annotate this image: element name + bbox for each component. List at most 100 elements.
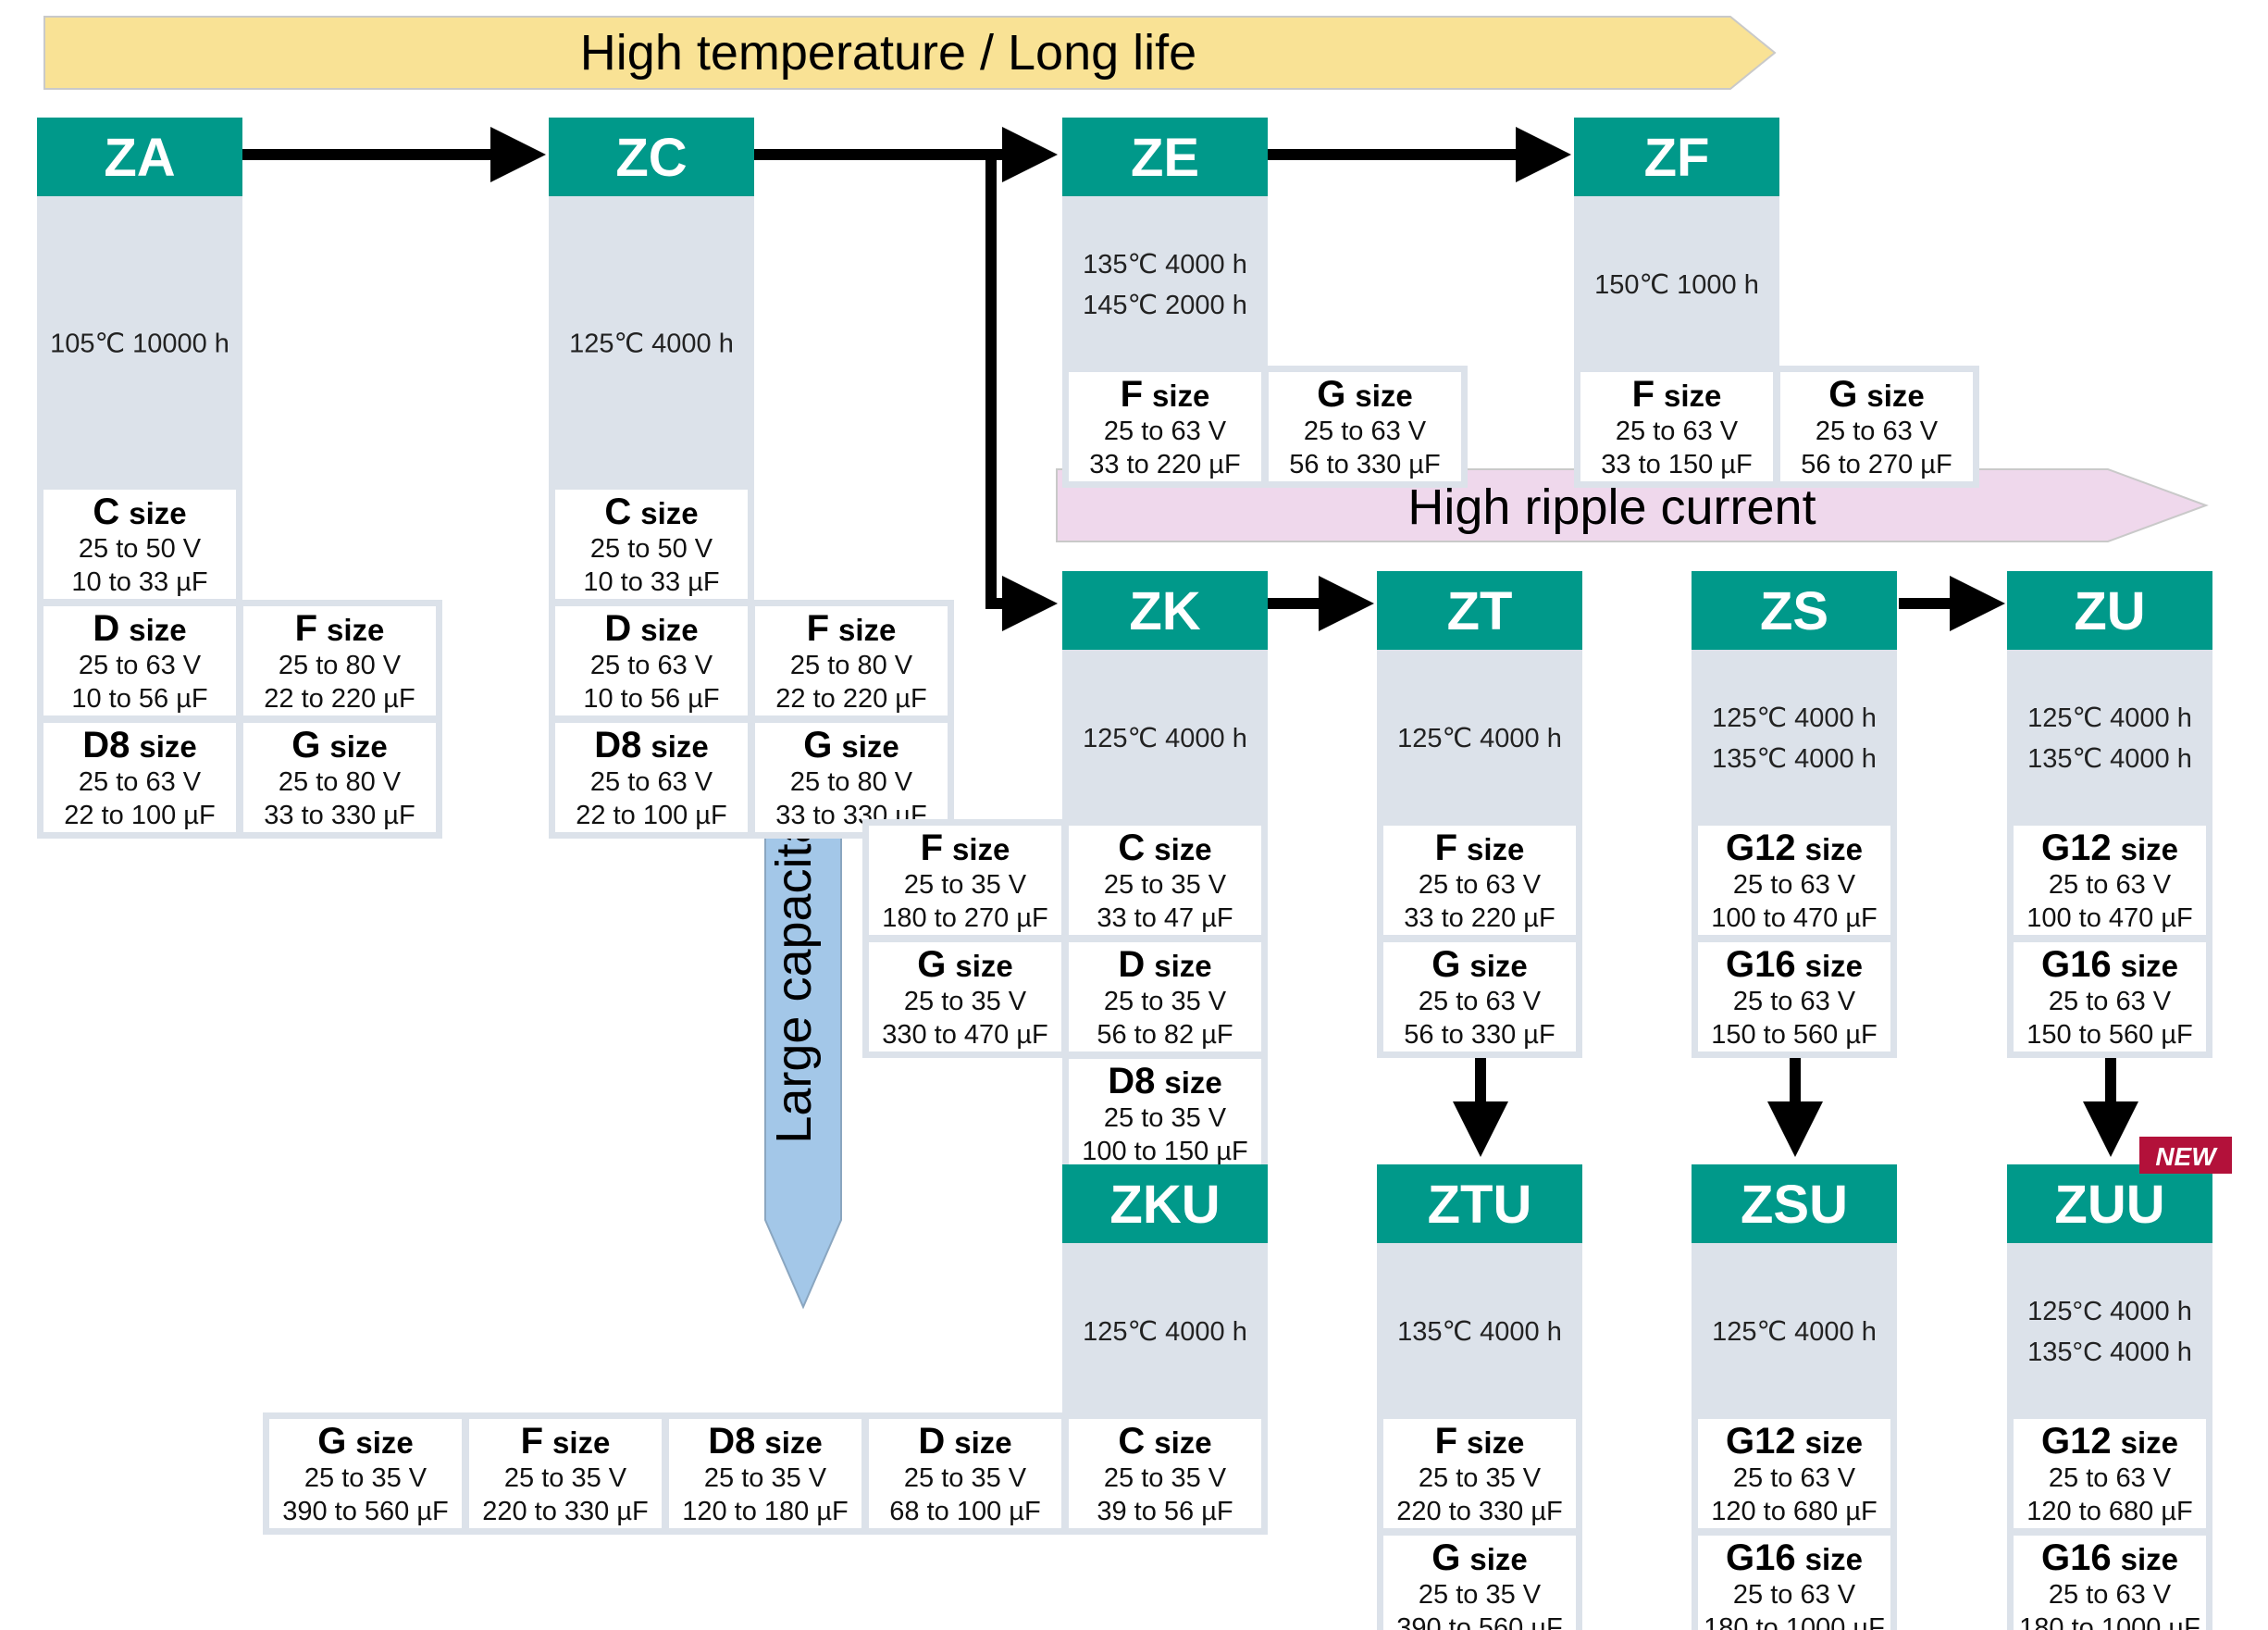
long-life-banner: High temperature / Long life	[43, 16, 1777, 90]
cell-bg	[1780, 372, 1973, 481]
cell-bg	[1698, 942, 1890, 1051]
voltage-range: 25 to 63 V	[590, 767, 713, 797]
spec-line: 125℃ 4000 h	[569, 330, 734, 359]
voltage-range: 25 to 35 V	[904, 987, 1027, 1016]
arrow-zc-to-zk	[985, 155, 1058, 631]
size-suffix: size	[355, 1425, 413, 1460]
voltage-range: 25 to 63 V	[2049, 1463, 2172, 1493]
size-code: G16	[1726, 944, 1796, 985]
size-suffix: size	[1805, 1542, 1863, 1576]
capacitance-range: 180 to 270 µF	[882, 903, 1048, 933]
series-name: ZTU	[1428, 1175, 1532, 1235]
cell-bg	[555, 723, 748, 832]
spec-panel	[1062, 1243, 1268, 1421]
cell-bg	[2014, 1419, 2206, 1528]
size-code: F	[1435, 1421, 1457, 1462]
size-code: F	[1435, 827, 1457, 868]
capacitance-range: 22 to 220 µF	[264, 684, 415, 714]
voltage-range: 25 to 63 V	[1104, 417, 1227, 446]
spec-line: 125℃ 4000 h	[1712, 1317, 1877, 1347]
size-code: C	[1118, 827, 1145, 868]
ripple-banner-label: High ripple current	[1407, 479, 1816, 535]
size-suffix: size	[1469, 1542, 1527, 1576]
cell-bg	[43, 490, 236, 599]
voltage-range: 25 to 80 V	[790, 767, 913, 797]
size-suffix: size	[1467, 1425, 1524, 1460]
size-suffix: size	[1355, 379, 1412, 413]
spec-panel	[1377, 1243, 1582, 1421]
series-header	[549, 118, 754, 196]
size-code: G	[317, 1421, 346, 1462]
cell-bg	[555, 606, 748, 715]
capacitance-range: 220 to 330 µF	[482, 1497, 649, 1526]
capacitance-range: 56 to 270 µF	[1801, 450, 1952, 479]
series-header	[1377, 1164, 1582, 1243]
spec-panel	[1692, 1243, 1897, 1421]
voltage-range: 25 to 50 V	[590, 534, 713, 564]
capacitance-range: 33 to 330 µF	[264, 801, 415, 830]
cell-bg	[1069, 826, 1261, 935]
size-code: G	[1431, 944, 1460, 985]
size-code: G	[1431, 1537, 1460, 1578]
size-suffix: size	[1152, 379, 1209, 413]
series-name: ZKU	[1109, 1175, 1220, 1235]
size-code: G12	[1726, 827, 1796, 868]
capacitance-range: 150 to 560 µF	[1711, 1020, 1878, 1050]
cell-bg	[1698, 1419, 1890, 1528]
series-header	[2007, 1164, 2212, 1243]
cell-bg	[1069, 1059, 1261, 1168]
cell-bg	[469, 1419, 662, 1528]
size-code: G12	[1726, 1421, 1796, 1462]
size-code: C	[604, 491, 631, 532]
capacitance-range: 33 to 220 µF	[1089, 450, 1240, 479]
voltage-range: 25 to 63 V	[79, 651, 202, 680]
capacitance-range: 120 to 180 µF	[682, 1497, 849, 1526]
spec-line: 145℃ 2000 h	[1083, 291, 1247, 320]
capacitance-range: 180 to 1000 µF	[2019, 1613, 2200, 1630]
size-code: F	[807, 608, 829, 649]
size-code: C	[1118, 1421, 1145, 1462]
voltage-range: 25 to 35 V	[504, 1463, 627, 1493]
cell-bg	[869, 826, 1061, 935]
voltage-range: 25 to 63 V	[2049, 870, 2172, 900]
voltage-range: 25 to 63 V	[1733, 987, 1856, 1016]
voltage-range: 25 to 35 V	[904, 1463, 1027, 1493]
spec-line: 125℃ 4000 h	[1397, 724, 1562, 753]
capacitance-range: 33 to 150 µF	[1601, 450, 1752, 479]
capacitance-range: 180 to 1000 µF	[1704, 1613, 1885, 1630]
size-suffix: size	[1664, 379, 1721, 413]
size-suffix: size	[954, 1425, 1011, 1460]
cell-bg	[43, 606, 236, 715]
capacitance-range: 150 to 560 µF	[2026, 1020, 2193, 1050]
series-header	[37, 118, 242, 196]
capacitance-range: 56 to 330 µF	[1289, 450, 1440, 479]
size-code: D8	[1108, 1061, 1155, 1101]
series-name: ZC	[615, 128, 687, 188]
spec-line: 125℃ 4000 h	[1083, 1317, 1247, 1347]
capacitance-range: 10 to 33 µF	[71, 567, 207, 597]
